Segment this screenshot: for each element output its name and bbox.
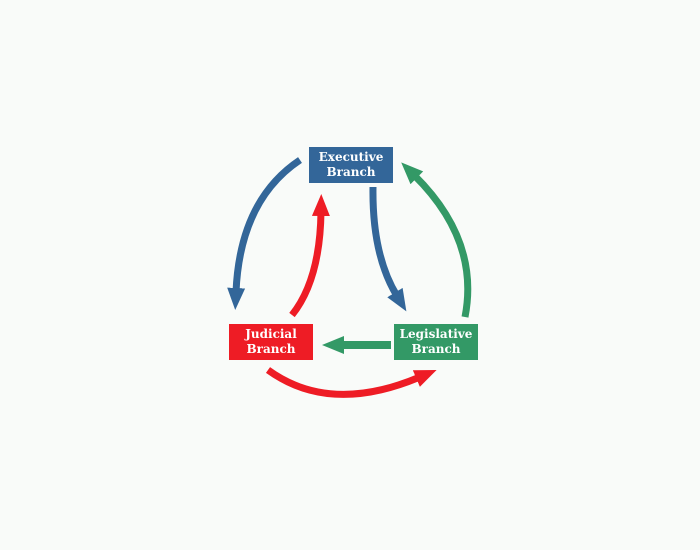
judicial-label-line1: Judicial <box>245 327 297 341</box>
legislative-label-line1: Legislative <box>399 327 473 341</box>
legislative-branch-node: Legislative Branch <box>394 324 478 360</box>
judicial-branch-node: Judicial Branch <box>229 324 313 360</box>
executive-branch-node: Executive Branch <box>309 147 393 183</box>
judicial-label-line2: Branch <box>246 342 296 356</box>
arrow-legislative-to-executive <box>401 162 472 318</box>
executive-label-line1: Executive <box>318 150 384 164</box>
arrow-executive-to-legislative <box>369 186 407 312</box>
arrow-executive-to-judicial <box>227 157 302 310</box>
legislative-label-line2: Branch <box>411 342 461 356</box>
arrow-judicial-to-executive <box>289 194 330 318</box>
executive-label-line2: Branch <box>326 165 376 179</box>
arrow-judicial-to-legislative <box>265 367 437 398</box>
